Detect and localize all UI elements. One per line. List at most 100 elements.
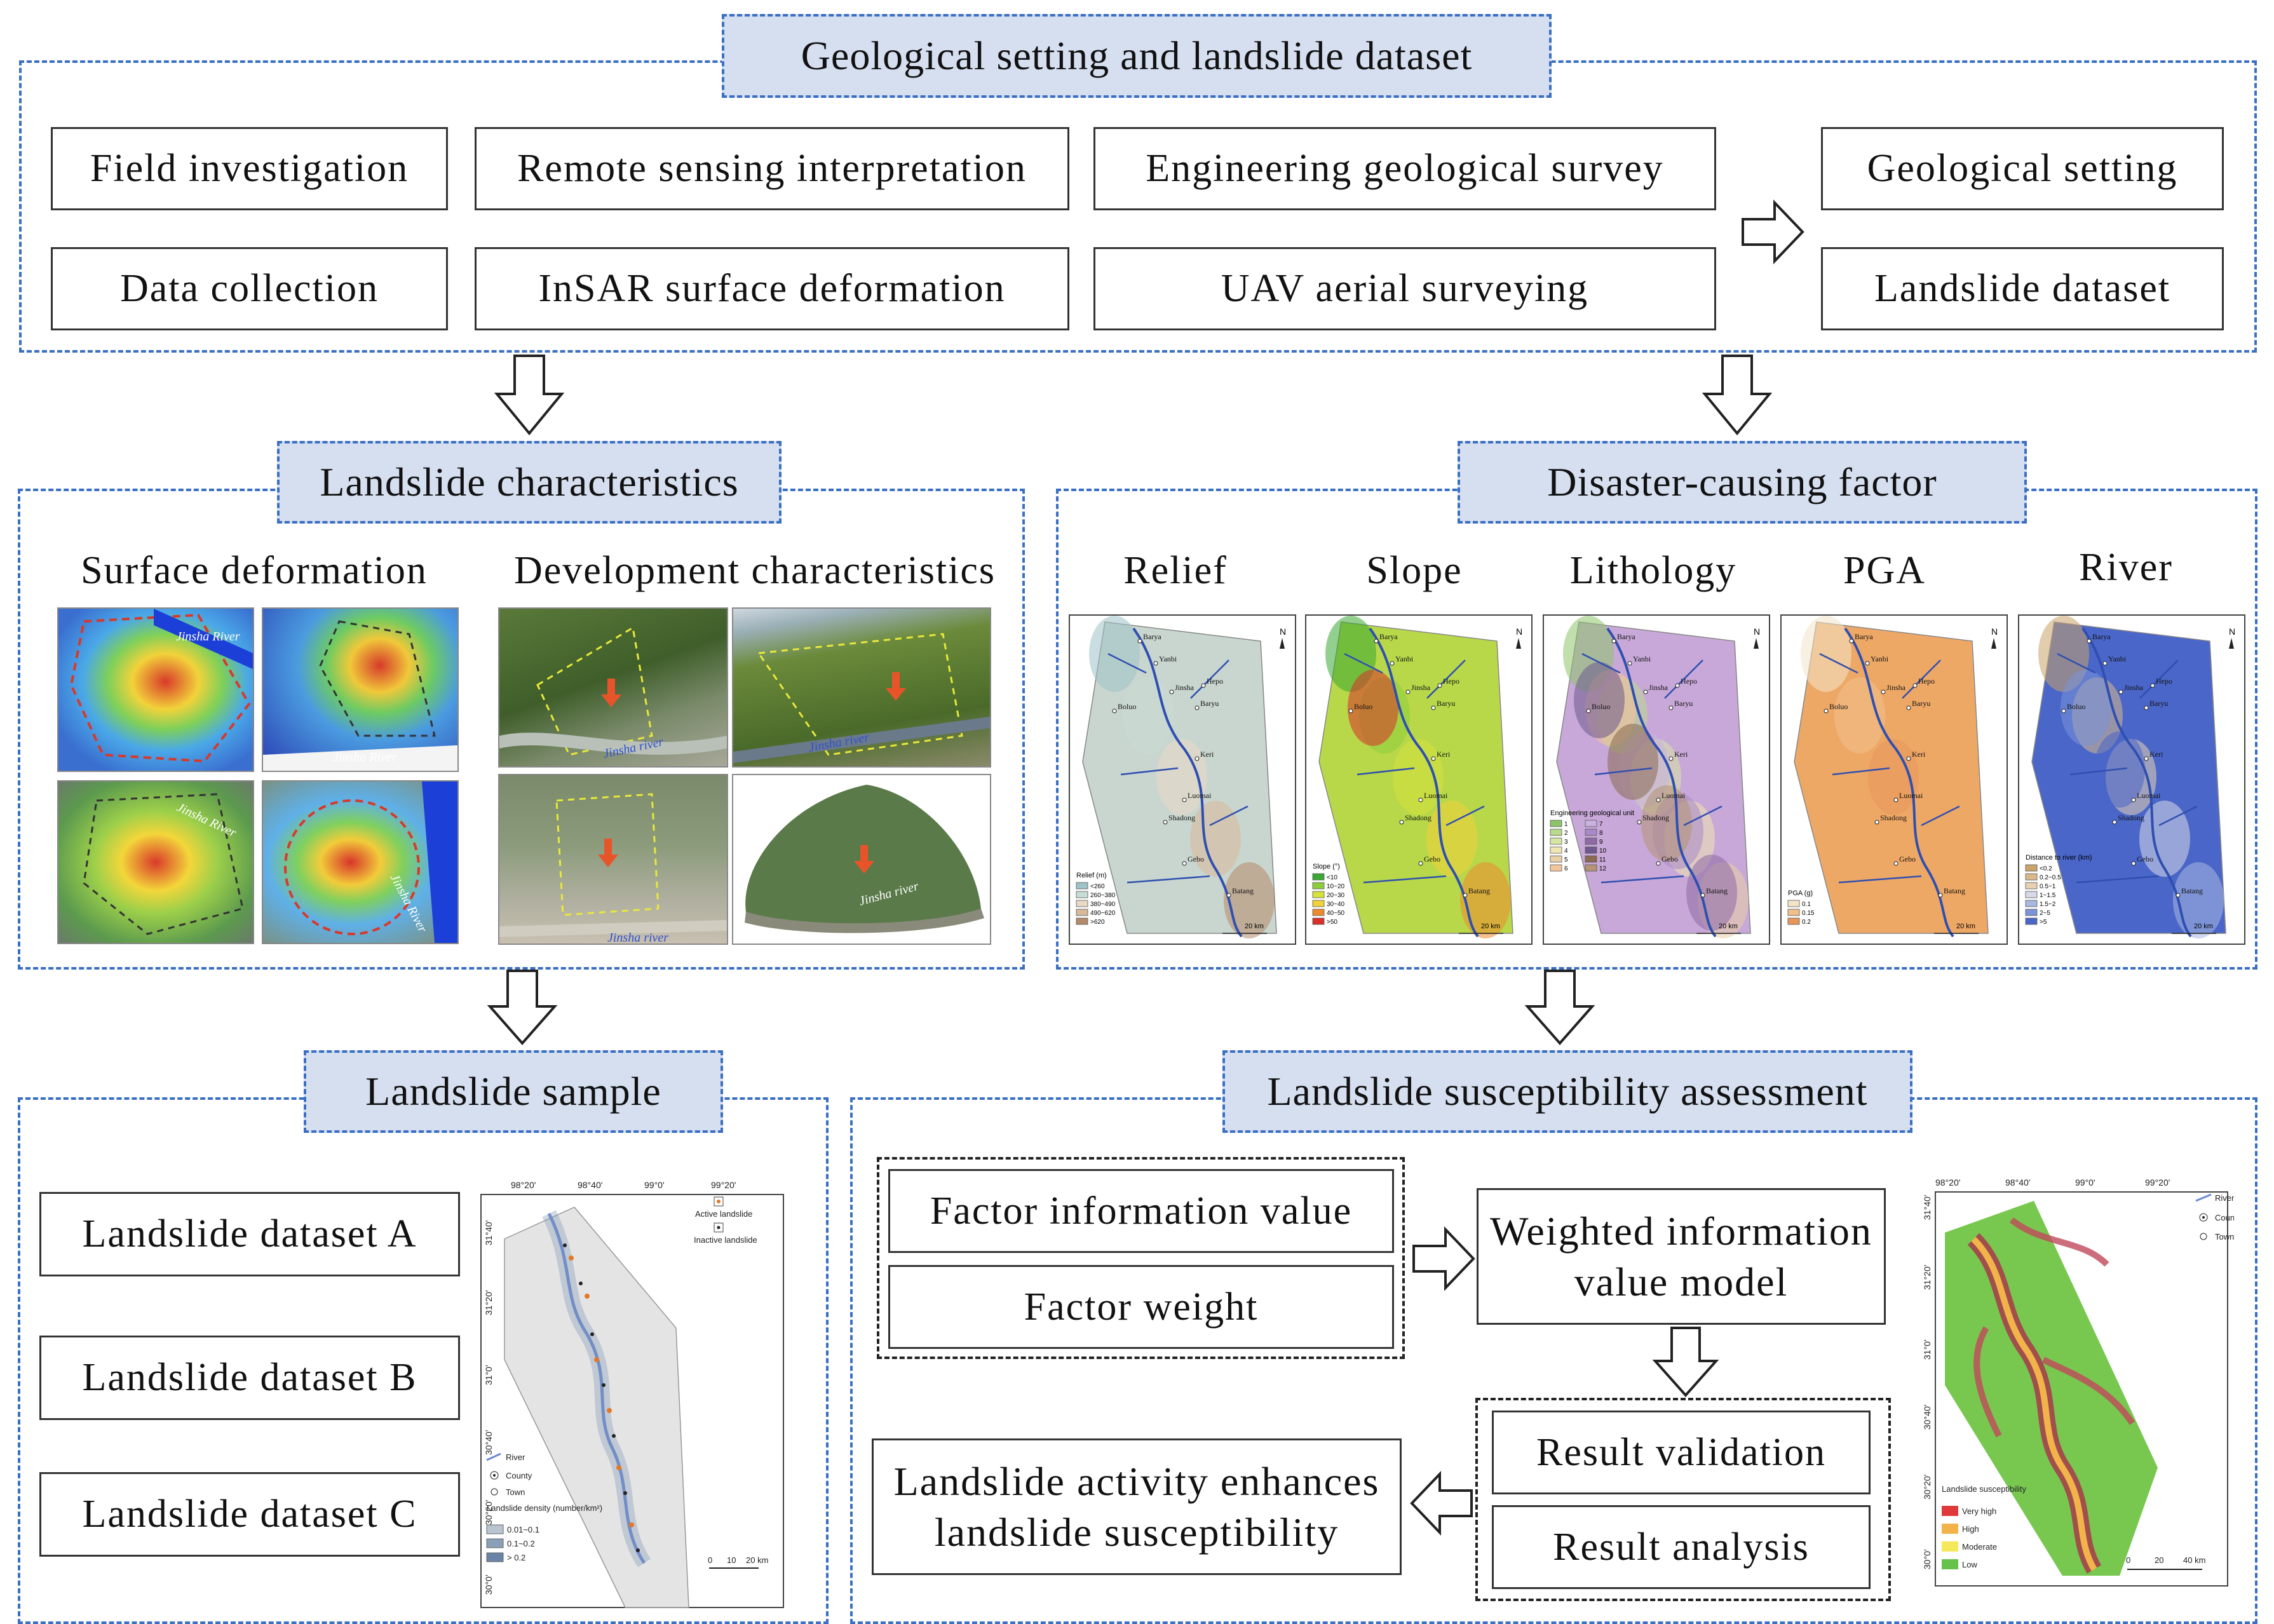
- town-marker: [2150, 683, 2155, 688]
- town-marker: [1195, 756, 1200, 761]
- town-marker: [1418, 861, 1423, 866]
- scale-label: 20 km: [746, 1555, 768, 1565]
- factor-legend-item: 10~20: [1327, 883, 1345, 890]
- town-label: Baryu: [1674, 699, 1693, 708]
- factor-legend-item: 9: [1599, 839, 1603, 846]
- town-label: Boluo: [1829, 702, 1848, 711]
- town-marker: [1431, 756, 1436, 761]
- scale-label: 20: [2155, 1555, 2163, 1565]
- susceptibility-legend-item: Very high: [1962, 1506, 1996, 1516]
- north-arrow-icon: N: [1280, 626, 1286, 637]
- factor-legend-item: <10: [1327, 874, 1337, 881]
- longitude-label: 99°0': [2075, 1177, 2095, 1188]
- factor-label-relief: Relief: [1123, 549, 1228, 592]
- insar-box: InSAR surface deformation: [475, 247, 1069, 330]
- town-marker: [1874, 820, 1879, 825]
- town-marker: [1912, 683, 1918, 688]
- town-label: Luomai: [1899, 791, 1923, 800]
- town-label: Barya: [1617, 632, 1635, 641]
- town-marker: [1656, 797, 1661, 802]
- county-legend: County: [506, 1471, 532, 1480]
- town-label: Batang: [1232, 886, 1254, 895]
- uav-box: UAV aerial surveying: [1093, 247, 1716, 330]
- town-label: Jinsha: [1649, 683, 1668, 692]
- scale-label: 20 km: [1481, 923, 1500, 930]
- river-line: [2081, 627, 2192, 938]
- results-group: [1475, 1398, 1891, 1601]
- factor-legend-swatch: [1585, 846, 1597, 854]
- factor-legend-item: <260: [1090, 883, 1105, 890]
- town-label: Barya: [1855, 632, 1873, 641]
- town-label: Yanbi: [2108, 654, 2127, 663]
- town-marker: [1627, 661, 1632, 666]
- factor-legend-item: 1~1.5: [2040, 892, 2056, 899]
- factor-legend-item: 11: [1599, 856, 1606, 863]
- map-patch: [1224, 862, 1275, 938]
- town-marker: [1226, 893, 1231, 898]
- latitude-label: 31°40': [484, 1221, 494, 1245]
- factor-legend-swatch: [1076, 882, 1088, 890]
- factor-inputs-group: [877, 1157, 1405, 1359]
- town-label: Hepo: [1443, 677, 1459, 686]
- latitude-label: 31°20': [1922, 1265, 1932, 1290]
- town-marker: [1195, 705, 1200, 710]
- density-legend-item: 0.1~0.2: [507, 1539, 535, 1548]
- town-marker: [1169, 689, 1174, 694]
- factor-information-value-box: Factor information value: [888, 1169, 1394, 1253]
- town-label: Yanbi: [1633, 654, 1651, 663]
- town-label: Keri: [1200, 750, 1214, 759]
- town-label: Keri: [1912, 750, 1926, 759]
- down-arrow-icon: [1524, 970, 1595, 1046]
- town-label: Luomai: [1662, 791, 1686, 800]
- latitude-label: 30°20': [1922, 1475, 1932, 1499]
- result-analysis-box: Result analysis: [1492, 1505, 1871, 1589]
- factor-legend-item: 0.2: [1802, 919, 1811, 926]
- factor-legend-swatch: [1550, 846, 1562, 854]
- latitude-label: 31°0': [1922, 1339, 1932, 1360]
- town-marker: [1153, 661, 1158, 666]
- landslide-photo: Jinsha river: [732, 607, 991, 768]
- factor-legend-item: 40~50: [1327, 910, 1345, 917]
- density-legend-item: > 0.2: [507, 1553, 525, 1562]
- photo-caption: Jinsha river: [602, 734, 665, 761]
- scale-label: 20 km: [2194, 923, 2213, 930]
- map-patch: [1393, 739, 1444, 815]
- factor-legend-item: 12: [1599, 865, 1607, 872]
- town-label: Batang: [1468, 886, 1490, 895]
- longitude-label: 99°20': [711, 1180, 736, 1190]
- map-patch: [1089, 616, 1140, 692]
- town-label: Yanbi: [1159, 654, 1177, 663]
- town-label: Shadong: [2118, 813, 2144, 822]
- town-legend: Town: [2215, 1232, 2234, 1242]
- latitude-label: 30°40': [1922, 1405, 1932, 1430]
- factor-legend-title: Engineering geological unit: [1550, 809, 1634, 817]
- factor-legend-swatch: [1312, 909, 1325, 916]
- town-marker: [1374, 639, 1379, 644]
- insar-deformation-map: Jinsha River: [262, 780, 459, 944]
- town-label: Yanbi: [1871, 654, 1889, 663]
- town-label: Keri: [1674, 750, 1688, 759]
- longitude-label: 99°20': [2145, 1177, 2170, 1188]
- river-legend: River: [2215, 1193, 2234, 1203]
- factor-legend-item: 260~380: [1090, 892, 1116, 899]
- factor-legend-swatch: [1550, 864, 1562, 872]
- north-arrow-icon: N: [1754, 626, 1760, 637]
- factor-legend-swatch: [1076, 917, 1088, 925]
- river-line: [1132, 627, 1243, 938]
- factor-legend-swatch: [1550, 855, 1562, 863]
- factor-legend-item: 4: [1564, 848, 1568, 855]
- town-label: Shadong: [1880, 813, 1907, 822]
- town-label: Jinsha: [1886, 683, 1906, 692]
- town-marker: [1700, 893, 1705, 898]
- factor-legend-swatch: [1312, 882, 1325, 890]
- town-label: Yanbi: [1395, 654, 1414, 663]
- insar-deformation-map: Jinsha River: [57, 780, 254, 944]
- tributary-line: [1344, 653, 1485, 884]
- town-marker: [1611, 639, 1616, 644]
- factor-legend-item: 2~5: [2040, 910, 2050, 917]
- factor-legend-swatch: [1787, 900, 1800, 907]
- town-marker: [1881, 689, 1886, 694]
- landslide-dataset-c-box: Landslide dataset C: [39, 1472, 460, 1557]
